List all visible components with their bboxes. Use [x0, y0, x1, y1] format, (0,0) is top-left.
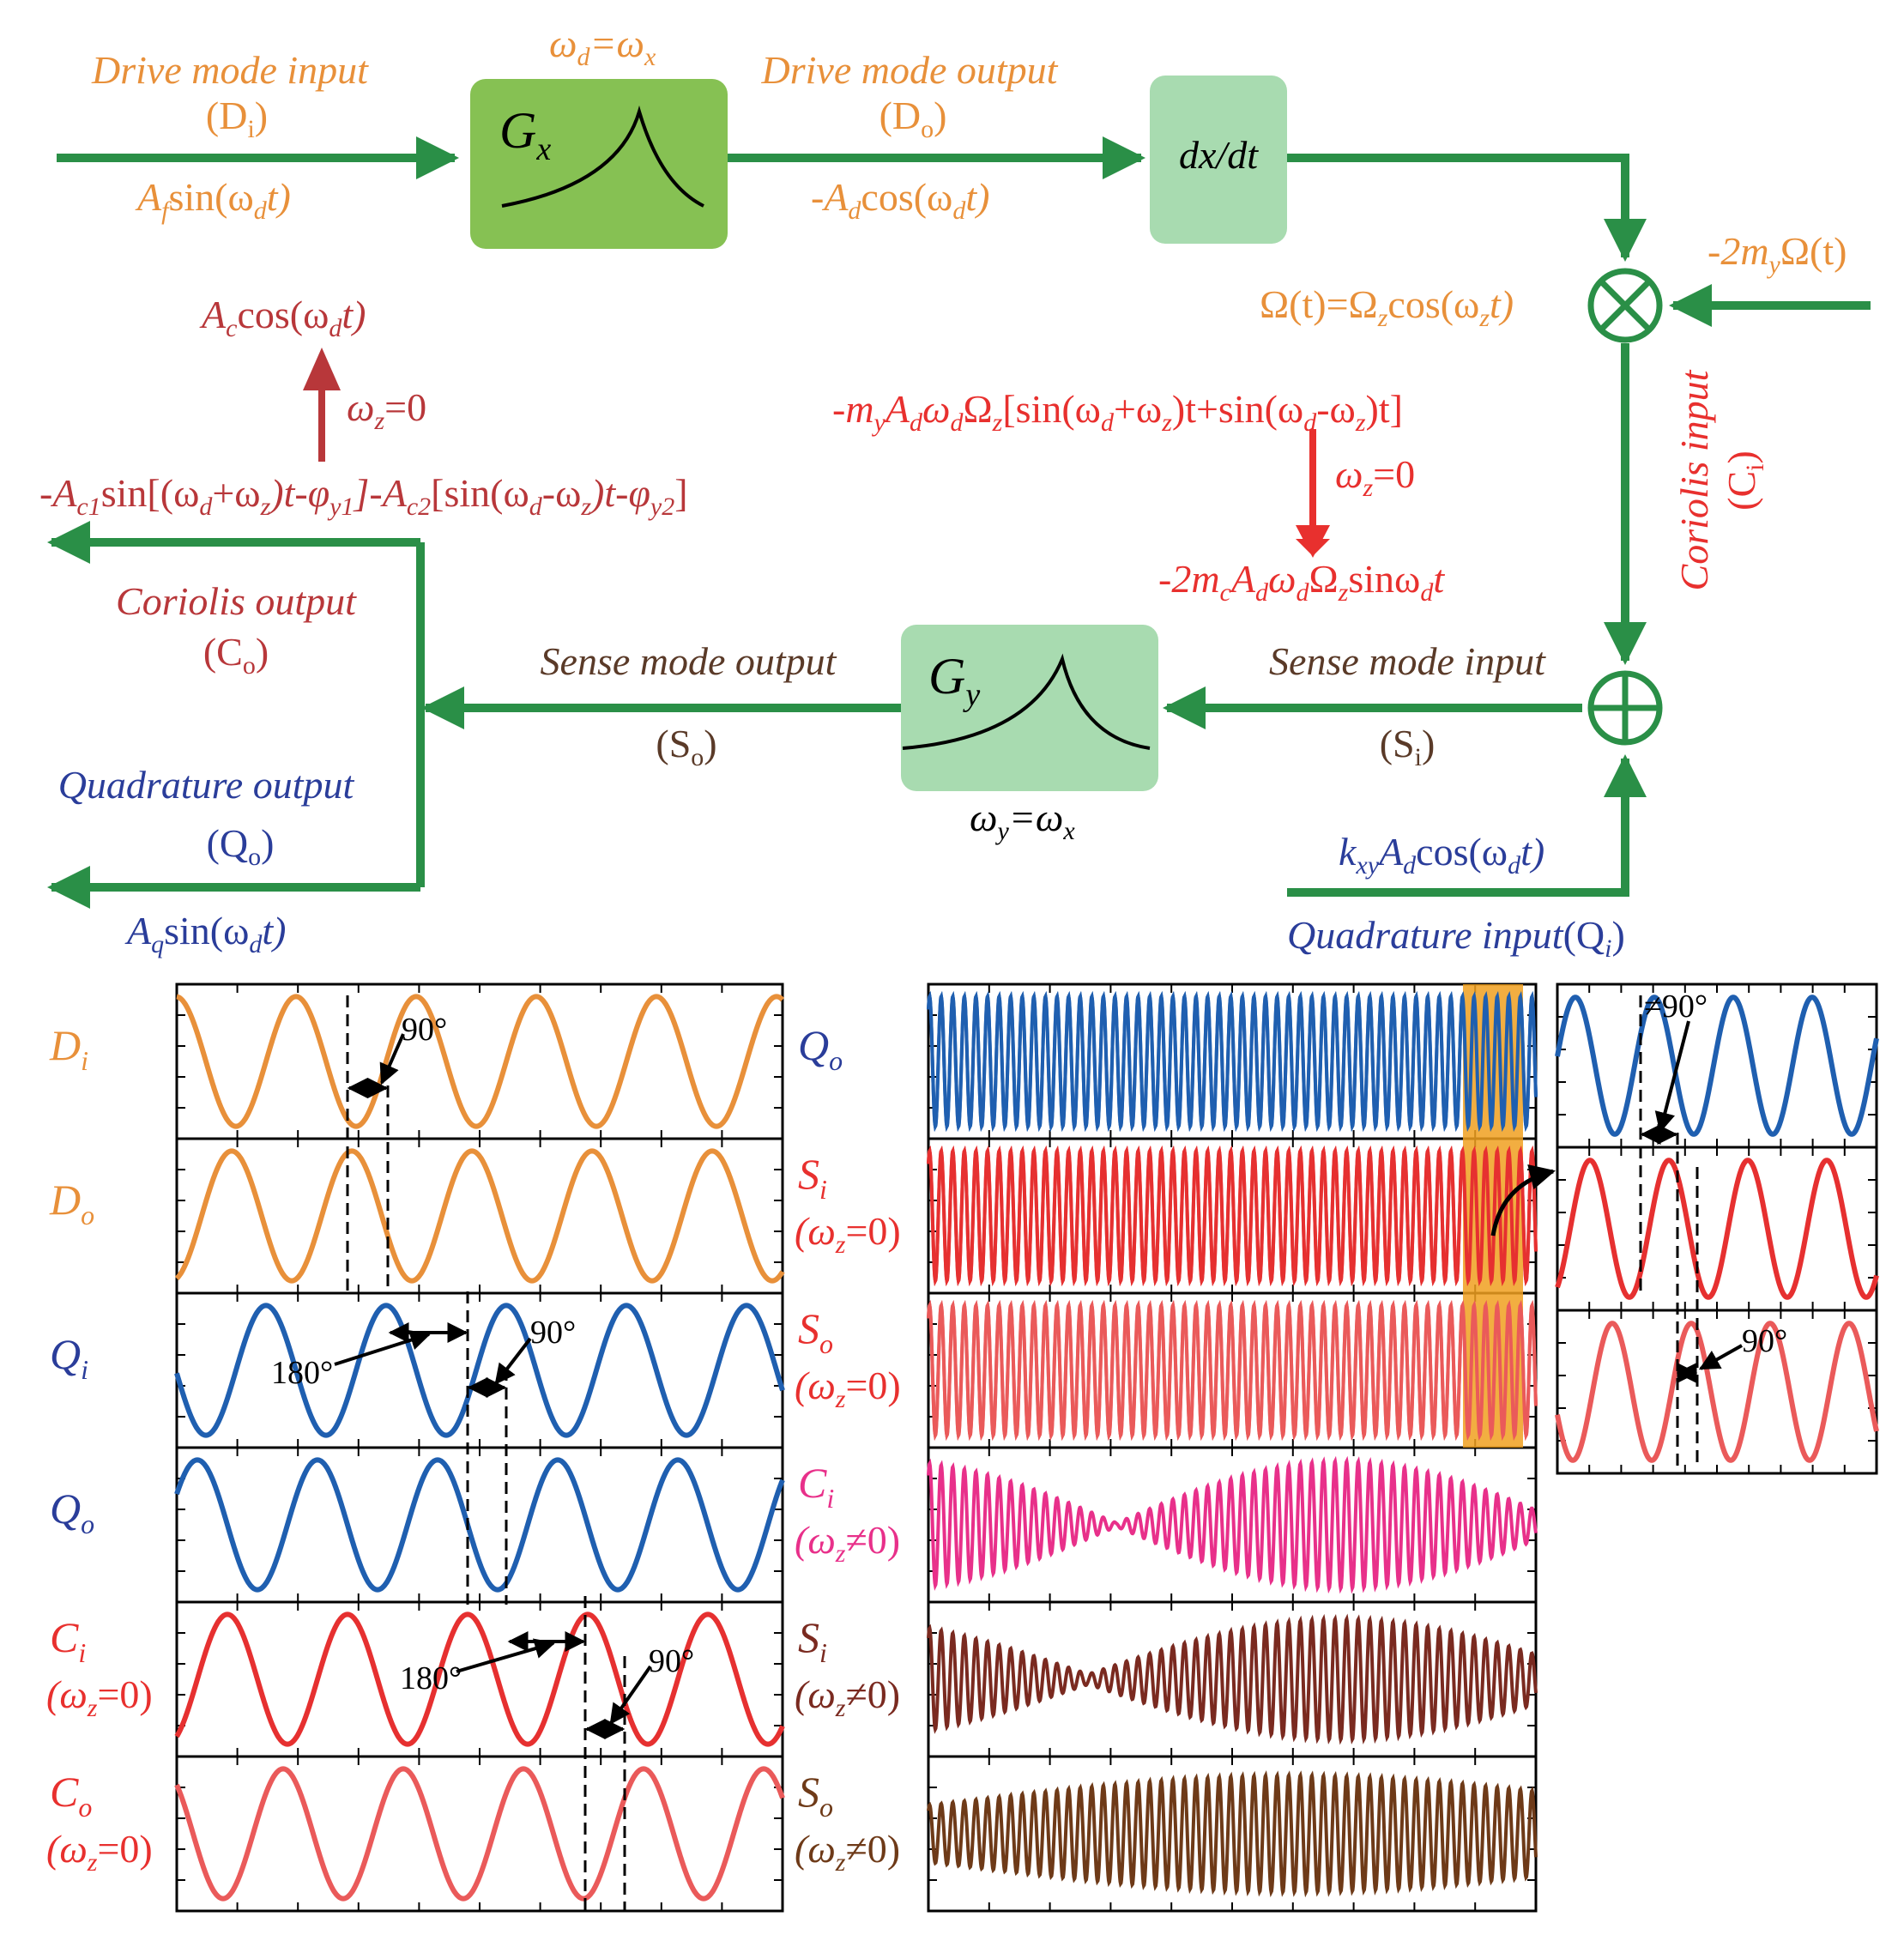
middle-panel-cond-4: (ωz≠0): [795, 1518, 900, 1568]
quadrature-input-line: [1287, 754, 1647, 897]
coriolis-input-symbol: (Ci): [1720, 450, 1769, 511]
zoom-trace-2: [1555, 1158, 1879, 1300]
phase-90-label-3: 90°: [649, 1643, 694, 1679]
left-trace-2: [174, 1148, 785, 1284]
quadrature-output-signal: Aqsin(ωdt): [124, 909, 287, 958]
quadrature-output-title: Quadrature output: [58, 763, 355, 807]
gx-label: G: [499, 102, 536, 159]
derivative-out-line: [1287, 154, 1647, 262]
output-cos-label: Accos(ωdt): [199, 293, 366, 342]
quadrature-input-signal: kxyAdcos(ωdt): [1339, 830, 1544, 880]
middle-panel-cond-2: (ωz=0): [795, 1209, 901, 1259]
omega-input-label: -2myΩ(t): [1708, 229, 1847, 279]
summing-node: [1587, 670, 1663, 746]
coriolis-output-title: Coriolis output: [116, 579, 357, 623]
phase-pointer-90-2: [494, 1337, 532, 1385]
phase-not-90-label: ≠90°: [1644, 989, 1708, 1025]
derivative-block: dx/dt: [1150, 76, 1287, 244]
middle-trace-overlay-2: [927, 1146, 1538, 1286]
coriolis-input-title: Coriolis input: [1672, 369, 1716, 590]
panel-labels: DiDoQiQoCi(ωz=0)Co(ωz=0)QoSi(ωz=0)So(ωz=…: [46, 1021, 901, 1877]
left-trace-6: [174, 1766, 785, 1902]
derivative-label: dx/dt: [1179, 133, 1259, 177]
drive-output-signal: -Adcos(ωdt): [811, 175, 989, 225]
gy-label: G: [928, 648, 965, 704]
middle-panel-cond-5: (ωz≠0): [795, 1672, 900, 1722]
sense-input-symbol: (Si): [1380, 722, 1436, 771]
phase-pointer-90-1: [379, 1033, 405, 1085]
drive-input-signal: Afsin(ωdt): [135, 175, 291, 225]
middle-trace-overlay-1: [927, 991, 1538, 1132]
quadrature-input-title: Quadrature input(Qi): [1287, 913, 1625, 963]
phase-pointer-180-2: [456, 1638, 556, 1673]
drive-input-title: Drive mode input: [91, 48, 369, 92]
sense-input-title: Sense mode input: [1269, 639, 1546, 683]
left-panel-cond-5: (ωz=0): [46, 1672, 153, 1722]
output-condition: ωz=0: [347, 385, 426, 435]
multiplier-node: [1587, 268, 1663, 343]
gx-sub: x: [535, 131, 551, 167]
middle-panel-label-6: So: [798, 1768, 833, 1823]
middle-panel-label-3: So: [798, 1304, 833, 1359]
middle-panel-label-1: Qo: [798, 1021, 843, 1076]
middle-trace-6: [927, 1770, 1538, 1898]
coriolis-condition: ωz=0: [1335, 452, 1415, 502]
middle-panel-cond-3: (ωz=0): [795, 1364, 901, 1413]
middle-panel-label-4: Ci: [798, 1459, 834, 1514]
phase-180-label-2: 180°: [400, 1660, 462, 1696]
middle-panel-cond-6: (ωz≠0): [795, 1827, 900, 1877]
phase-pointer-not90: [1654, 1020, 1690, 1134]
gy-sub: y: [962, 677, 980, 713]
quadrature-output-symbol: (Qo): [207, 821, 275, 871]
sense-output-symbol: (So): [656, 722, 716, 771]
left-trace-1: [176, 994, 785, 1129]
omega-definition: Ω(t)=Ωzcos(ωzt): [1260, 282, 1514, 332]
left-panel-label-3: Qi: [50, 1330, 88, 1385]
left-panel-label-2: Do: [49, 1176, 94, 1230]
gy-resonance: ωy=ωx: [970, 795, 1075, 845]
left-panel-label-6: Co: [50, 1768, 92, 1823]
left-panel-3: [175, 1291, 784, 1449]
block-diagram: Gx dx/dt Gy: [47, 76, 1871, 909]
svg-text:Gx: Gx: [499, 102, 551, 167]
left-panel-2: [175, 1137, 784, 1295]
left-panel-cond-6: (ωz=0): [46, 1827, 153, 1877]
left-panel-label-1: Di: [49, 1021, 88, 1076]
gx-block: Gx: [470, 79, 728, 249]
coriolis-signal-formula: -myAdωdΩz[sin(ωd+ωz)t+sin(ωd-ωz)t]: [832, 387, 1403, 437]
left-trace-4: [174, 1457, 785, 1593]
phase-pointer-180-1: [334, 1330, 432, 1366]
phase-90-label-2: 90°: [530, 1315, 576, 1351]
phase-180-label-1: 180°: [271, 1355, 333, 1391]
zoom-arrow: [1490, 1164, 1556, 1237]
phase-pointer-90-4: [1698, 1344, 1743, 1370]
svg-text:Gy: Gy: [928, 648, 980, 713]
coriolis-simplified: -2mcAdωdΩzsinωdt: [1158, 557, 1445, 607]
middle-trace-overlay-3: [927, 1300, 1538, 1441]
middle-trace-5: [927, 1613, 1538, 1745]
gy-block: Gy: [901, 625, 1158, 791]
gx-resonance: ωd=ωx: [549, 21, 656, 71]
sense-output-title: Sense mode output: [541, 639, 837, 683]
drive-output-title: Drive mode output: [761, 48, 1059, 92]
phase-90-label-1: 90°: [402, 1012, 447, 1048]
coriolis-output-symbol: (Co): [203, 630, 269, 680]
drive-input-symbol: (Di): [206, 94, 268, 143]
waveform-panels: [174, 983, 1879, 1913]
output-formula: -Ac1sin[(ωd+ωz)t-φy1]-Ac2[sin(ωd-ωz)t-φy…: [39, 471, 688, 521]
phase-pointer-90-3: [609, 1665, 652, 1725]
zoom-trace-1: [1555, 995, 1879, 1137]
middle-panel-label-2: Si: [798, 1150, 827, 1205]
phase-90-label-4: 90°: [1742, 1323, 1787, 1359]
middle-trace-4: [927, 1455, 1538, 1594]
middle-panel-label-5: Si: [798, 1613, 827, 1668]
left-panel-label-5: Ci: [50, 1613, 86, 1668]
left-trace-3: [174, 1303, 785, 1438]
left-panel-label-4: Qo: [50, 1484, 94, 1539]
left-trace-5: [174, 1611, 785, 1747]
drive-output-symbol: (Do): [879, 94, 947, 143]
zoom-trace-3: [1555, 1321, 1879, 1463]
